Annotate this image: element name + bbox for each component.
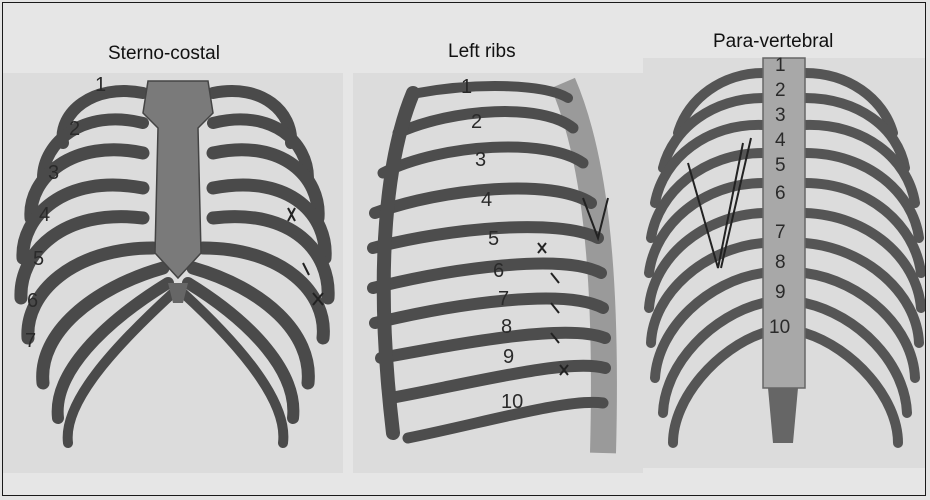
- rib-number: 7: [775, 222, 786, 243]
- rib-number: 7: [498, 288, 509, 310]
- rib-number: 5: [488, 228, 499, 250]
- rib-number: 6: [27, 290, 38, 312]
- rib-number: 3: [775, 105, 786, 126]
- rib-number: 1: [95, 74, 106, 96]
- rib-number: 6: [775, 183, 786, 204]
- rib-number: 2: [69, 118, 80, 140]
- left-ribs-panel: Left ribs: [353, 3, 643, 496]
- rib-number: 1: [775, 55, 786, 76]
- rib-number: 10: [501, 391, 523, 413]
- rib-number: 9: [503, 346, 514, 368]
- rib-number: 2: [775, 80, 786, 101]
- rib-number: 10: [769, 317, 790, 338]
- rib-number: 4: [775, 130, 786, 151]
- rib-number: 8: [501, 316, 512, 338]
- rib-number: 3: [475, 149, 486, 171]
- rib-number: 4: [481, 189, 492, 211]
- sterno-costal-panel: Sterno-costal: [3, 3, 343, 496]
- rib-number: 5: [33, 248, 44, 270]
- left-ribs-illustration: 1 2 3 4 5 6 7 8 9 10: [353, 3, 643, 496]
- rib-number: 5: [775, 155, 786, 176]
- rib-number: 3: [48, 162, 59, 184]
- rib-number: 7: [25, 330, 36, 352]
- rib-number: 9: [775, 282, 786, 303]
- rib-number: 6: [493, 260, 504, 282]
- rib-number: 2: [471, 111, 482, 133]
- para-vertebral-illustration: 1 2 3 4 5 6 7 8 9 10: [643, 3, 926, 496]
- rib-number: 8: [775, 252, 786, 273]
- rib-number: 4: [39, 204, 50, 226]
- para-vertebral-panel: Para-vertebral: [643, 3, 926, 496]
- sterno-costal-illustration: 1 2 3 4 5 6 7: [3, 3, 343, 496]
- rib-number: 1: [461, 76, 472, 98]
